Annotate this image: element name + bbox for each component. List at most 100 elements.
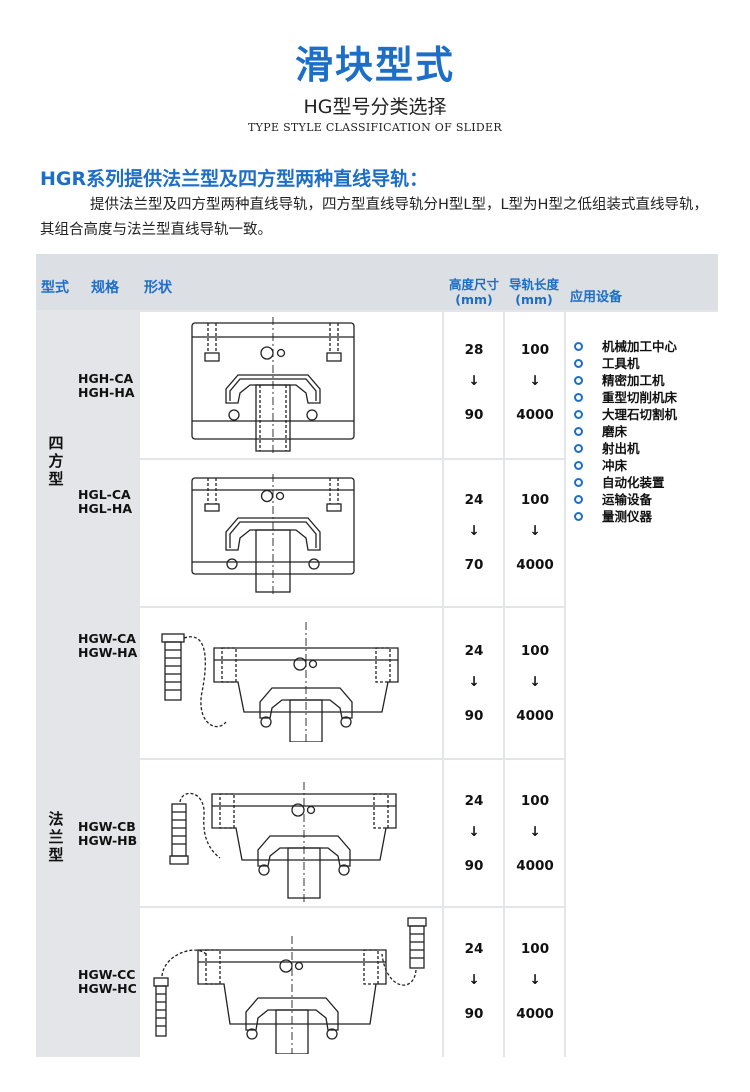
application-item: 磨床	[574, 423, 677, 440]
application-item: 运输设备	[574, 491, 677, 508]
length-arrow-row3: ↓	[529, 674, 541, 690]
height-min-row4: 24	[464, 793, 484, 809]
length-min-row2: 100	[520, 492, 550, 508]
height-cell-row5	[444, 908, 503, 1057]
height-min-row5: 24	[464, 941, 484, 957]
length-max-row4: 4000	[516, 858, 554, 874]
circle-bullet-icon	[574, 444, 583, 453]
circle-bullet-icon	[574, 342, 583, 351]
application-label: 重型切削机床	[602, 390, 678, 405]
slider-drawing-hgw-ca	[156, 622, 414, 742]
length-min-row5: 100	[520, 941, 550, 957]
spec-cell-row5	[78, 908, 140, 1057]
height-max-row3: 90	[464, 708, 484, 724]
application-item: 工具机	[574, 355, 677, 372]
height-cell-row4	[444, 760, 503, 906]
height-min-row2: 24	[464, 492, 484, 508]
spec-cell-row1	[78, 312, 140, 458]
application-item: 机械加工中心	[574, 338, 677, 355]
height-arrow-row2: ↓	[468, 523, 480, 539]
slider-drawing-hgl	[188, 474, 358, 594]
height-max-row4: 90	[464, 858, 484, 874]
application-item: 重型切削机床	[574, 389, 677, 406]
height-min-row3: 24	[464, 643, 484, 659]
shape-cell-row2	[140, 460, 442, 606]
application-label: 自动化装置	[602, 475, 665, 490]
header-application: 应用设备	[570, 290, 623, 305]
slider-drawing-hgw-cc	[146, 914, 438, 1054]
shape-cell-row4	[140, 760, 442, 906]
application-label: 工具机	[602, 356, 640, 371]
length-max-row5: 4000	[516, 1006, 554, 1022]
circle-bullet-icon	[574, 512, 583, 521]
height-min-row1: 28	[464, 342, 484, 358]
type-cell-square	[36, 312, 76, 606]
type-cell-flange	[36, 608, 76, 1057]
application-label: 射出机	[602, 441, 640, 456]
circle-bullet-icon	[574, 376, 583, 385]
height-cell-row3	[444, 608, 503, 758]
section-heading: HGR系列提供法兰型及四方型两种直线导轨：	[40, 168, 429, 190]
spec-cell-row2	[78, 460, 140, 606]
application-label: 冲床	[602, 458, 628, 473]
application-label: 精密加工机	[602, 373, 665, 388]
length-max-row1: 4000	[516, 407, 554, 423]
circle-bullet-icon	[574, 427, 583, 436]
application-item: 精密加工机	[574, 372, 677, 389]
spec-cell-row4	[78, 760, 140, 906]
length-max-row2: 4000	[516, 557, 554, 573]
application-item: 自动化装置	[574, 474, 677, 491]
page-subtitle: HG型号分类选择	[303, 96, 447, 118]
application-item: 量测仪器	[574, 508, 677, 525]
circle-bullet-icon	[574, 478, 583, 487]
length-cell-row3	[505, 608, 564, 758]
circle-bullet-icon	[574, 410, 583, 419]
shape-cell-row3	[140, 608, 442, 758]
application-label: 运输设备	[602, 492, 653, 507]
header-spec: 规格	[91, 280, 119, 296]
header-length: 导轨长度 (mm)	[508, 277, 559, 307]
application-item: 冲床	[574, 457, 677, 474]
spec-cell-row3	[78, 608, 140, 758]
length-cell-row4	[505, 760, 564, 906]
circle-bullet-icon	[574, 461, 583, 470]
length-min-row4: 100	[520, 793, 550, 809]
length-cell-row1	[505, 312, 564, 458]
height-cell-row1	[444, 312, 503, 458]
height-arrow-row3: ↓	[468, 674, 480, 690]
application-list: 机械加工中心工具机精密加工机重型切削机床大理石切割机磨床射出机冲床自动化装置运输…	[574, 338, 677, 525]
length-arrow-row1: ↓	[529, 373, 541, 389]
group-label-square: 四 方 型	[48, 434, 64, 488]
application-label: 机械加工中心	[602, 339, 678, 354]
length-min-row3: 100	[520, 643, 550, 659]
height-max-row2: 70	[464, 557, 484, 573]
application-item: 大理石切割机	[574, 406, 677, 423]
length-arrow-row5: ↓	[529, 972, 541, 988]
height-max-row1: 90	[464, 407, 484, 423]
length-arrow-row4: ↓	[529, 824, 541, 840]
header-type: 型式	[41, 280, 69, 296]
application-label: 磨床	[602, 424, 628, 439]
length-arrow-row2: ↓	[529, 523, 541, 539]
shape-cell-row5	[140, 908, 442, 1057]
circle-bullet-icon	[574, 359, 583, 368]
slider-type-table: 型式 规格 形状 高度尺寸 (mm) 导轨长度 (mm) 应用设备 四 方 型 …	[36, 254, 718, 1057]
circle-bullet-icon	[574, 495, 583, 504]
height-cell-row2	[444, 460, 503, 606]
group-label-flange: 法 兰 型	[48, 810, 64, 864]
length-cell-row5	[505, 908, 564, 1057]
application-label: 大理石切割机	[602, 407, 678, 422]
height-max-row5: 90	[464, 1006, 484, 1022]
length-cell-row2	[505, 460, 564, 606]
application-cell	[566, 312, 718, 1057]
application-item: 射出机	[574, 440, 677, 457]
height-arrow-row1: ↓	[468, 373, 480, 389]
header-height: 高度尺寸 (mm)	[448, 277, 499, 307]
slider-drawing-hgw-cb	[166, 782, 412, 902]
circle-bullet-icon	[574, 393, 583, 402]
